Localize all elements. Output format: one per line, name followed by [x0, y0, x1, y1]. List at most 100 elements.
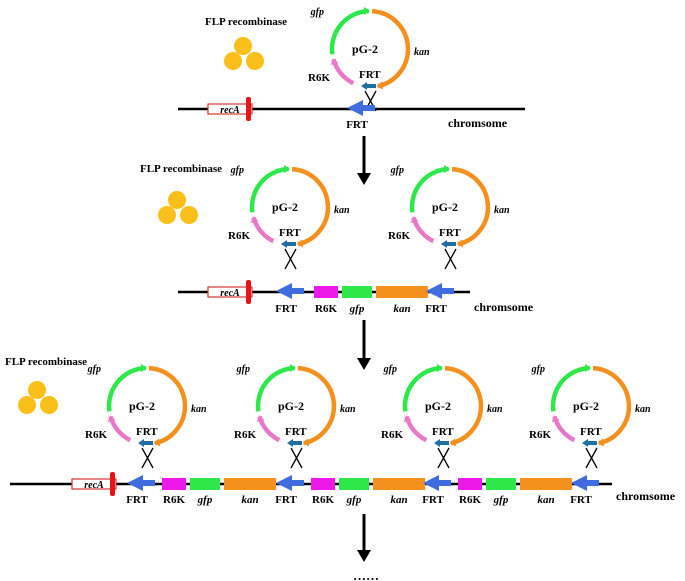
flp-protein-dot — [40, 396, 58, 414]
chromosome-label-1: chromsome — [448, 116, 508, 130]
kan-label: kan — [340, 404, 356, 415]
flp-protein-dot — [180, 206, 198, 224]
frt-label: FRT — [422, 494, 444, 506]
kan-segment — [451, 166, 491, 247]
r6k-block-label: R6K — [312, 494, 334, 506]
gfp-arrowhead — [364, 7, 370, 15]
frt-label: FRT — [126, 494, 148, 506]
gfp-block — [339, 478, 369, 490]
frt-label: FRT — [275, 494, 297, 506]
reca-label: recA — [220, 288, 240, 299]
kan-arrowhead — [153, 438, 161, 447]
frt-label: FRT — [346, 119, 368, 131]
frt-arrow — [276, 283, 304, 299]
kan-segment — [291, 166, 331, 247]
gfp-block-label: gfp — [349, 303, 365, 315]
gfp-block-label: gfp — [197, 494, 213, 506]
frt-small-head — [434, 439, 440, 447]
flp-protein-dot — [234, 37, 252, 55]
r6k-arrowhead — [410, 216, 419, 223]
frt-arrow — [423, 475, 451, 491]
kan-block — [520, 478, 572, 490]
flp-protein-dot — [18, 396, 36, 414]
plasmid-label: pG-2 — [425, 399, 451, 413]
reca-box — [71, 478, 117, 490]
gfp-label: gfp — [236, 364, 250, 375]
kan-arrowhead — [302, 438, 310, 447]
plasmid-label: pG-2 — [278, 399, 304, 413]
kan-segment — [444, 365, 484, 446]
frt-plasmid-label: FRT — [439, 227, 461, 239]
frt-label: FRT — [275, 303, 297, 315]
reca-label: recA — [220, 105, 240, 116]
r6k-block — [314, 286, 338, 298]
kan-arrowhead — [449, 438, 457, 447]
kan-label: kan — [494, 205, 510, 216]
frt-small-body — [144, 441, 153, 445]
gfp-block — [190, 478, 220, 490]
frt-small-body — [287, 242, 296, 246]
r6k-block-label: R6K — [459, 494, 481, 506]
kan-arrowhead — [296, 239, 304, 248]
reca-label: recA — [84, 480, 104, 491]
gfp-arrowhead — [290, 364, 296, 372]
step-arrow-head — [357, 358, 371, 370]
kan-arrowhead — [456, 239, 464, 248]
kan-segment — [297, 365, 337, 446]
kan-label: kan — [487, 404, 503, 415]
plasmid-label: pG-2 — [272, 200, 298, 214]
frt-small-head — [138, 439, 144, 447]
frt-plasmid-label: FRT — [136, 426, 158, 438]
kan-block-label: kan — [393, 303, 410, 315]
kan-segment — [148, 365, 188, 446]
r6k-arrowhead — [551, 415, 560, 422]
gfp-arrowhead — [437, 364, 443, 372]
flp-protein-dot — [224, 52, 242, 70]
flp-protein-dot — [246, 52, 264, 70]
r6k-label: R6K — [529, 429, 551, 441]
r6k-block — [311, 478, 335, 490]
r6k-block — [162, 478, 186, 490]
r6k-arrowhead — [256, 415, 265, 422]
crossover-line — [141, 447, 154, 469]
r6k-arrowhead — [250, 216, 259, 223]
frt-label: FRT — [425, 303, 447, 315]
frt-small-head — [582, 439, 588, 447]
continuation-ellipsis: …… — [353, 568, 379, 581]
reca-box — [207, 103, 253, 115]
reca-disruption-bar — [246, 97, 251, 121]
gfp-segment — [329, 8, 369, 55]
chromosome-label-2: chromsome — [474, 300, 534, 314]
frt-plasmid-label: FRT — [279, 227, 301, 239]
frt-small-body — [293, 441, 302, 445]
plasmid-label: pG-2 — [352, 42, 378, 56]
kan-segment — [371, 8, 411, 89]
r6k-block-label: R6K — [315, 303, 337, 315]
reca-box — [207, 286, 253, 298]
gfp-segment — [550, 365, 590, 412]
gfp-label: gfp — [230, 165, 244, 176]
gfp-label: gfp — [390, 165, 404, 176]
frt-arrow — [347, 100, 375, 116]
kan-block-label: kan — [537, 494, 554, 506]
gfp-block — [342, 286, 372, 298]
crossover-line — [284, 248, 297, 270]
r6k-label: R6K — [388, 230, 410, 242]
frt-plasmid-label: FRT — [359, 69, 381, 81]
kan-block-label: kan — [390, 494, 407, 506]
step-arrow-head — [357, 550, 371, 562]
flp-label-3: FLP recombinase — [5, 356, 87, 368]
kan-block — [224, 478, 276, 490]
flp-recombinase-cluster — [224, 37, 264, 70]
crossover-line — [437, 447, 450, 469]
flp-protein-dot — [168, 191, 186, 209]
chromosome-label-3: chromsome — [616, 489, 676, 503]
kan-label: kan — [334, 205, 350, 216]
plasmid-label: pG-2 — [129, 399, 155, 413]
frt-small-head — [281, 240, 287, 248]
